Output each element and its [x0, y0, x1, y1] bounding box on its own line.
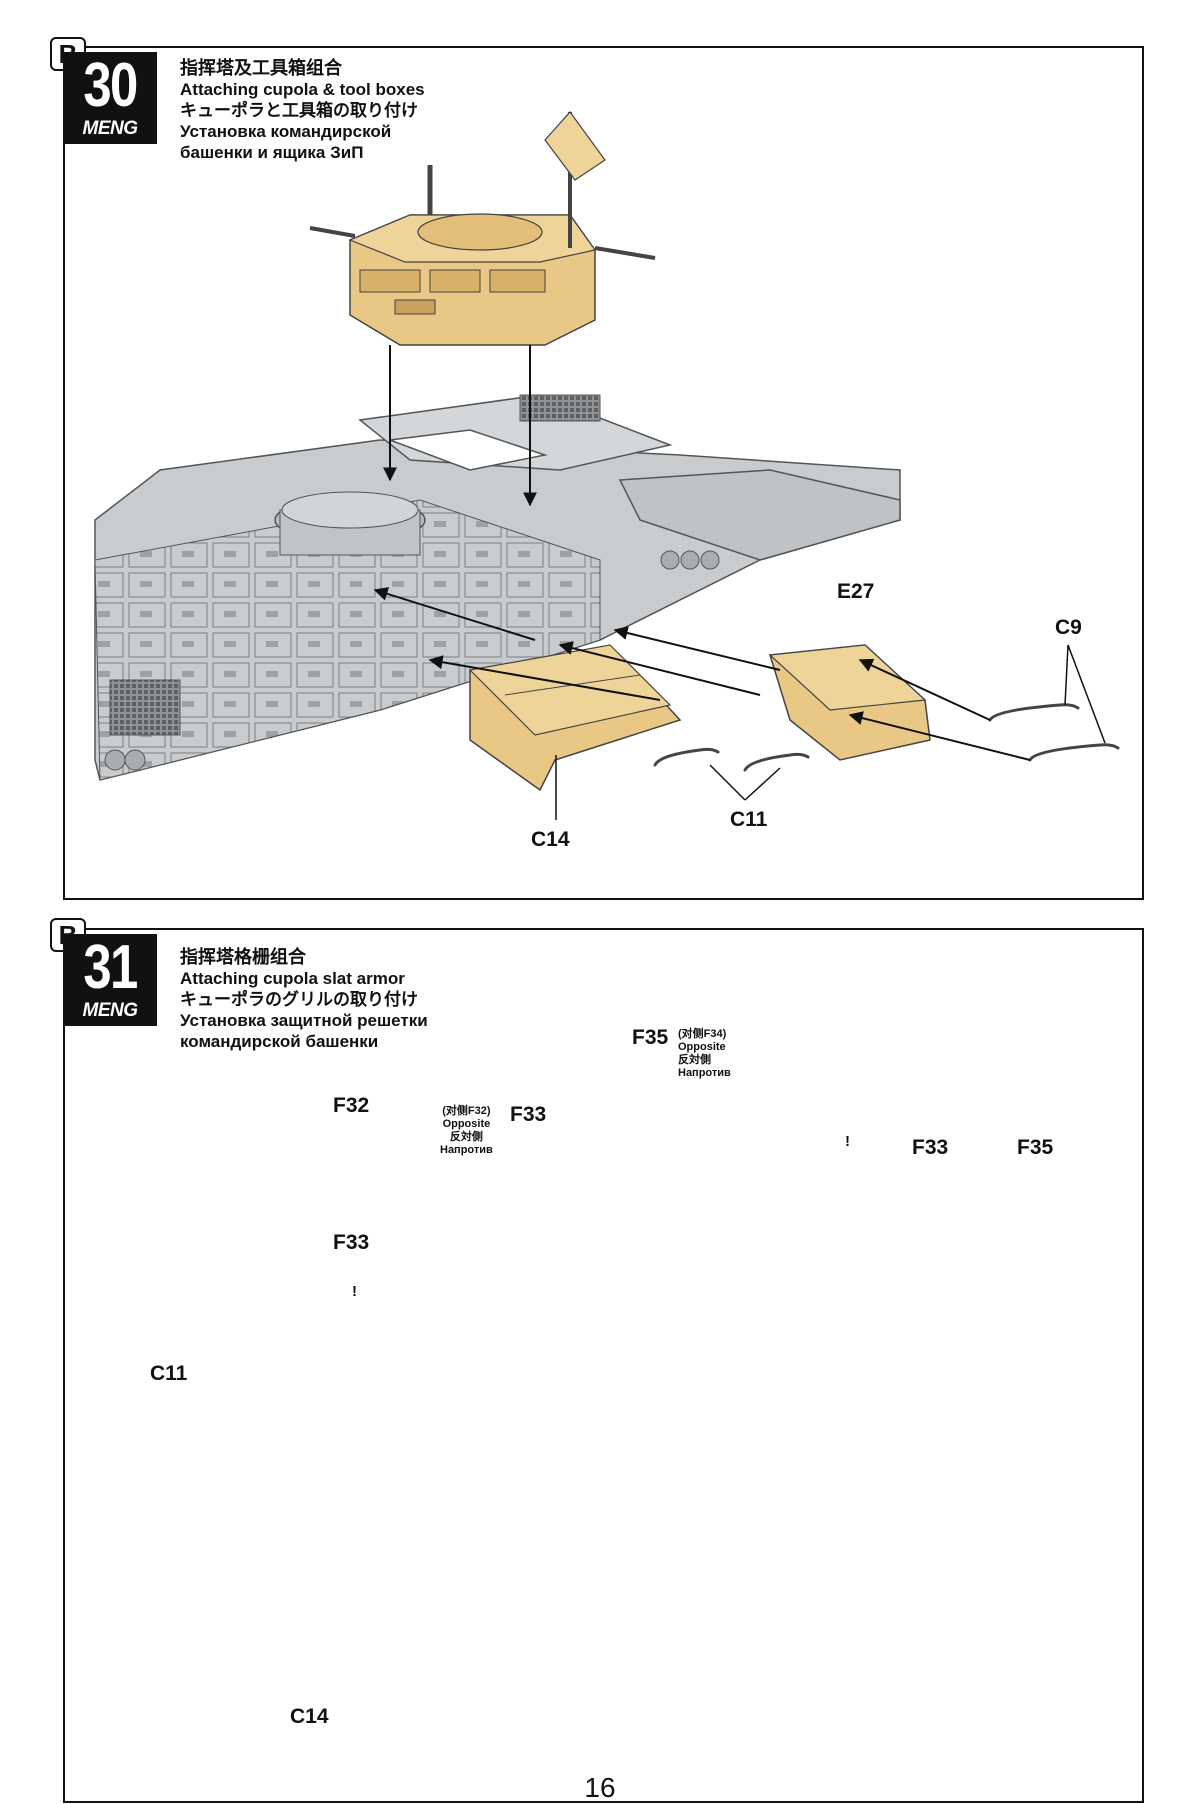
step-30-title-ru-2: башенки и ящика ЗиП	[180, 143, 364, 162]
label-c14-step30: C14	[531, 828, 570, 851]
step-30-cupola	[309, 111, 656, 346]
step-30-toolbox-e27	[768, 644, 931, 761]
opposite-note-f35: (对侧F34) Opposite 反対側 Напротив	[678, 1028, 731, 1080]
opposite-f33-en: Opposite	[442, 1118, 491, 1130]
step-30-hull	[94, 394, 901, 781]
step-31-number-box: 31 MENG	[63, 933, 157, 1026]
step-30-title-ru-1: Установка командирской	[180, 122, 392, 141]
meng-logo: MENG	[82, 118, 139, 139]
step-31-title-zh: 指挥塔格栅组合	[180, 947, 306, 967]
step-31-title-ja: キューポラのグリルの取り付け	[180, 990, 418, 1009]
step-30-number: 30	[83, 51, 138, 120]
opposite-f33-note: (对侧F32)	[442, 1105, 491, 1117]
opposite-note-f33: (对侧F32) Opposite 反対側 Напротив	[440, 1105, 493, 1157]
label-f33: F33	[510, 1103, 547, 1126]
label-c11-step31: C11	[150, 1362, 188, 1385]
label-c11-step30: C11	[730, 808, 768, 831]
label-c14-step31: C14	[290, 1705, 329, 1728]
label-inset-f33: F33	[912, 1136, 949, 1159]
step-30-number-box: 30 MENG	[63, 51, 157, 144]
step-31-panel	[63, 928, 1144, 1803]
opposite-f35-ja: 反対側	[678, 1054, 711, 1066]
caution-mark-inset: !	[845, 1133, 850, 1150]
step-31-number: 31	[83, 933, 138, 1002]
page-number: 16	[584, 1772, 616, 1803]
step-31-title-ru-1: Установка защитной решетки	[180, 1011, 428, 1030]
meng-logo: MENG	[82, 1000, 139, 1021]
opposite-f35-ru: Напротив	[678, 1067, 731, 1079]
step-30-title: 指挥塔及工具箱组合 Attaching cupola & tool boxes …	[180, 58, 425, 163]
label-f35: F35	[632, 1026, 669, 1049]
step-30-title-en: Attaching cupola & tool boxes	[180, 80, 425, 99]
step-31-title: 指挥塔格栅组合 Attaching cupola slat armor キューポ…	[180, 947, 428, 1052]
opposite-f35-note: (对侧F34)	[678, 1028, 727, 1040]
label-c9: C9	[1055, 616, 1082, 639]
step-30-arrows	[373, 345, 1031, 761]
opposite-f33-ja: 反対側	[449, 1131, 483, 1143]
label-f32-parts: F32	[333, 1094, 370, 1117]
opposite-f35-en: Opposite	[678, 1041, 726, 1053]
label-inset-f35: F35	[1017, 1136, 1054, 1159]
step-30-leader-lines	[555, 644, 1106, 820]
step-31-title-ru-2: командирской башенки	[180, 1032, 379, 1051]
label-f33-parts: F33	[333, 1231, 370, 1254]
step-30-title-zh: 指挥塔及工具箱组合	[180, 58, 342, 78]
step-30-title-ja: キューポラと工具箱の取り付け	[180, 101, 418, 120]
step-30-handles	[653, 703, 1120, 772]
caution-mark-parts: !	[352, 1283, 357, 1300]
step-30-toolbox-c14	[468, 644, 682, 792]
step-31-title-en: Attaching cupola slat armor	[180, 969, 405, 988]
opposite-f33-ru: Напротив	[440, 1144, 493, 1156]
label-e27: E27	[837, 580, 875, 603]
